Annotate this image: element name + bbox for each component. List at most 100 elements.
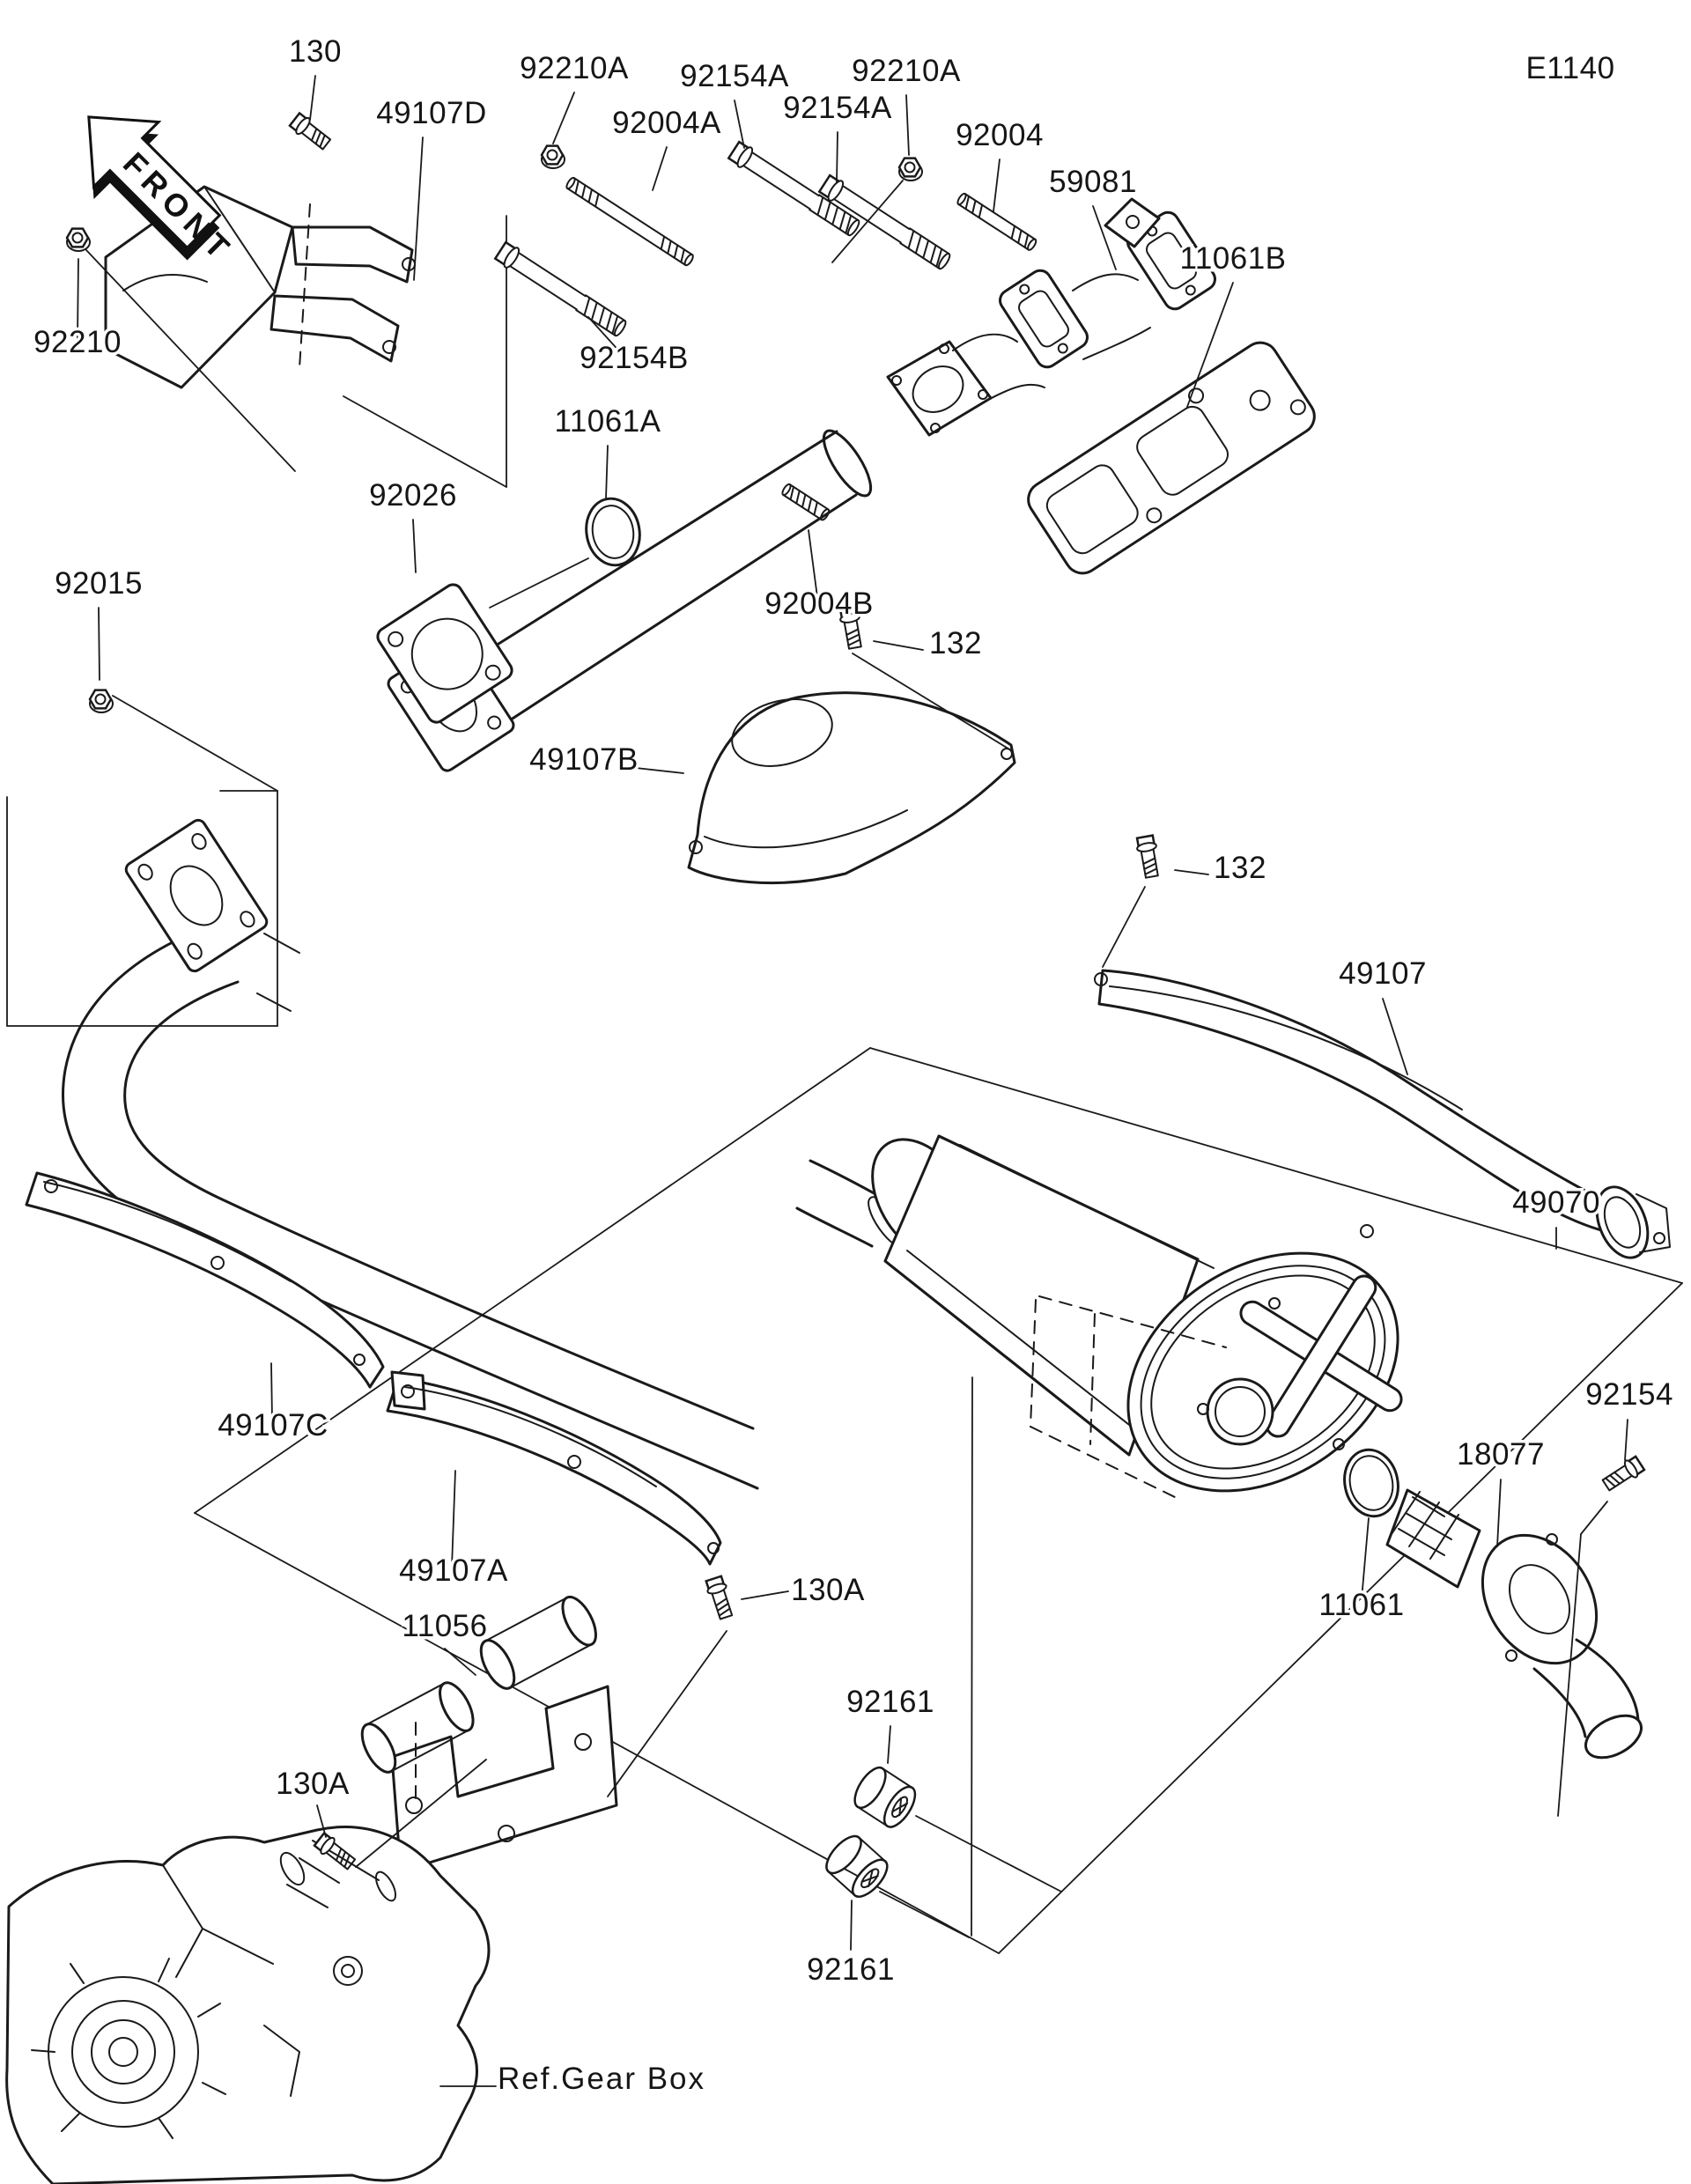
part-label-11061a-12: 11061A [554, 404, 661, 439]
leader-line-14 [489, 557, 589, 609]
exhaust-manifold-59081-drawing [886, 197, 1216, 437]
leader-line-2 [552, 92, 575, 144]
leader-line-28 [1496, 1479, 1502, 1547]
leader-line-19 [852, 653, 1012, 751]
part-label-130a-29: 130A [276, 1767, 350, 1801]
part-label-11056-26: 11056 [402, 1609, 487, 1643]
leader-line-38 [850, 1900, 853, 1951]
part-label-92004a-3: 92004A [612, 106, 721, 140]
leader-line-36 [316, 1804, 327, 1838]
part-label-130a-27: 130A [791, 1573, 865, 1607]
heat-shield-49107C-drawing [25, 1171, 385, 1389]
leader-line-13 [605, 445, 609, 499]
leader-line-32 [444, 1648, 476, 1676]
leader-line-16 [98, 607, 100, 681]
hidden-edge-dashed-lines [299, 203, 1227, 1799]
stud-92004A-drawing [564, 175, 696, 268]
leader-line-15 [412, 519, 417, 573]
leader-line-17 [808, 529, 818, 598]
page-code: E1140 [1525, 51, 1614, 85]
gear-box-drawing [5, 1826, 491, 2184]
leader-line-22 [1102, 886, 1146, 968]
screw-92154-drawing [1599, 1453, 1647, 1494]
muffler-bracket-11056-drawing [360, 1595, 618, 1873]
constr-line-1 [998, 1282, 1683, 1954]
leader-line-9 [1186, 282, 1234, 408]
leader-line-23 [1382, 998, 1408, 1075]
leader-line-33 [741, 1590, 789, 1600]
manifold-gasket-11061B-drawing [1027, 341, 1316, 575]
leader-line-7 [993, 159, 1001, 212]
constr-line-13 [879, 1891, 970, 1938]
part-label-49107-19: 49107 [1339, 956, 1427, 991]
part-label-49107b-17: 49107B [529, 742, 639, 777]
dashline-line-0 [299, 203, 311, 369]
part-label-59081-8: 59081 [1049, 165, 1137, 199]
dashline-line-4 [1089, 1313, 1096, 1445]
part-label-92004b-15: 92004B [764, 587, 874, 621]
part-label-49070-20: 49070 [1512, 1185, 1600, 1220]
leader-line-25 [1624, 1419, 1628, 1461]
bolt-92154A-2-drawing [816, 173, 955, 274]
leader-line-5 [836, 131, 838, 183]
heat-shield-49107-drawing [1094, 969, 1671, 1259]
part-label-92210-10: 92210 [33, 325, 122, 359]
exhaust-o-ring-11061A-drawing [585, 497, 641, 567]
front-direction-arrow: FRONT [87, 115, 240, 269]
leader-line-31 [451, 1470, 456, 1568]
leader-line-18 [873, 640, 924, 651]
leader-line-21 [1174, 869, 1209, 875]
nut-92210A-2-drawing [897, 157, 924, 182]
part-label-92154a-4: 92154A [680, 59, 789, 93]
part-label-49107a-25: 49107A [399, 1553, 508, 1588]
constr-line-3 [194, 1047, 871, 1514]
callout-leader-lines [77, 75, 1628, 2087]
part-label-92161-28: 92161 [846, 1685, 934, 1719]
part-label-92026-13: 92026 [369, 478, 457, 513]
leader-line-34 [607, 1630, 727, 1797]
part-label-refgearbox-31: Ref.Gear Box [498, 2062, 705, 2096]
leader-line-1 [413, 136, 424, 281]
part-label-11061b-9: 11061B [1179, 241, 1286, 276]
constr-line-6 [343, 395, 507, 488]
leader-line-12 [587, 316, 623, 355]
leader-line-11 [85, 249, 296, 472]
constr-line-4 [971, 1376, 973, 1937]
leader-line-4 [734, 100, 745, 149]
leader-line-27 [1557, 1533, 1582, 1817]
part-label-92161-30: 92161 [807, 1952, 895, 1987]
assembly-boundary-lines [6, 180, 1683, 1954]
leader-line-0 [309, 75, 316, 121]
leader-line-35 [887, 1725, 891, 1764]
part-number-labels: 13049107D92210A92004A92154A92154A92210A9… [31, 32, 1676, 2099]
bushing-92161-1-drawing [847, 1761, 923, 1834]
constr-line-0 [869, 1047, 1683, 1284]
part-label-92210a-2: 92210A [520, 51, 629, 85]
part-label-92154b-11: 92154B [580, 341, 689, 375]
dashline-line-2 [1030, 1299, 1037, 1428]
heat-shield-49107A-drawing [386, 1370, 722, 1566]
dashline-line-3 [1030, 1426, 1176, 1498]
part-label-92154-21: 92154 [1585, 1377, 1673, 1412]
stud-92004-drawing [955, 191, 1039, 253]
tail-pipe-18077-drawing [1385, 1488, 1643, 1760]
outlet-o-ring-11061-drawing [1343, 1448, 1399, 1518]
part-label-49107d-1: 49107D [376, 96, 487, 130]
dashline-line-1 [1038, 1295, 1227, 1348]
nut-92015-drawing [88, 689, 114, 714]
muffler-body-drawing [795, 1134, 1403, 1493]
exhaust-pipe-gasket-92026-drawing [376, 583, 513, 724]
part-label-132-18: 132 [1214, 851, 1266, 885]
nut-92210A-1-drawing [540, 144, 566, 170]
leader-line-8 [1092, 205, 1117, 270]
bolt-132-2-drawing [1133, 834, 1163, 880]
bolt-130A-1-drawing [703, 1574, 737, 1621]
leader-line-30 [270, 1362, 273, 1420]
leader-line-20 [635, 767, 684, 774]
part-label-92154a-5: 92154A [783, 91, 892, 125]
part-label-49107c-24: 49107C [218, 1408, 329, 1442]
constr-line-11 [112, 695, 278, 792]
leader-line-37 [355, 1759, 487, 1868]
